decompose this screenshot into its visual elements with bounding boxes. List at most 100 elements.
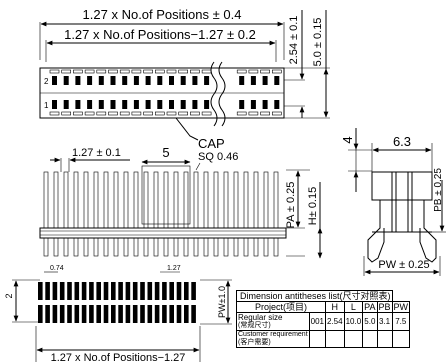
pad-top-row (125, 282, 131, 300)
pin-tail (260, 69, 270, 74)
pad-bottom-row (191, 305, 196, 323)
pad-bottom-row (154, 305, 160, 323)
pin-tail (119, 111, 130, 116)
table-cell (325, 330, 345, 348)
front-view: 1.27 ± 0.1 5 SQ 0.46 PA ± 0.25 H± 0.15 (39, 145, 323, 259)
pad-top-row (118, 282, 123, 300)
pin-tail (123, 237, 129, 257)
pin-bottom-row (250, 100, 256, 109)
pad-top-row (191, 282, 196, 300)
body-width-label: 6.3 (393, 134, 411, 149)
pad-bottom-row (111, 305, 116, 323)
pin-top-row (169, 76, 174, 85)
pad-width-label: 0.74 (50, 265, 64, 272)
cap-width-label: 5 (162, 145, 169, 160)
dimension-table: Dimension antitheses list(尺寸对照表) Project… (236, 290, 411, 348)
overall-length-label: 1.27 x No.of Positions ± 0.4 (83, 7, 242, 22)
row-label: Customer requirement (客户需要) (236, 330, 310, 348)
pin (113, 171, 119, 229)
table-cell (391, 330, 411, 348)
row-label-en: Regular size (238, 313, 283, 322)
pin (173, 171, 179, 229)
pin-bottom-row (75, 100, 81, 109)
inner-length-label: 1.27 x No.of Positions−1.27 ± 0.2 (64, 27, 256, 42)
header-l: L (343, 301, 364, 313)
overall-width-label: 5.0 ± 0.15 (312, 18, 324, 67)
pad-bottom-row (125, 305, 131, 323)
row-label-cn: (常规尺寸) (238, 322, 271, 329)
pad-bottom-row (147, 305, 153, 323)
pin-tail (273, 237, 279, 257)
table-row: Customer requirement (客户需要) (236, 330, 411, 348)
pad-bottom-row (45, 305, 50, 323)
pad-top-row (89, 282, 94, 300)
side-view: 4 6.3 PB ± 0.25 PW ± 0.25 (340, 128, 446, 276)
pad-top-row (81, 282, 87, 300)
table-caption: Dimension antitheses list(尺寸对照表) (236, 290, 393, 302)
header-pw: PW (391, 301, 411, 313)
pad-top-row (154, 282, 160, 300)
h-label: H± 0.15 (307, 187, 319, 225)
pin-tail (248, 111, 259, 116)
pad-array (38, 282, 196, 323)
pin-tail (153, 237, 159, 257)
pin-top-row (145, 76, 151, 85)
pin (143, 171, 149, 229)
table-cell (376, 330, 393, 348)
pin (253, 171, 259, 229)
cap-leader (175, 117, 199, 141)
pad-top-row (52, 282, 58, 300)
pad-layout: 0.74 1.27 2 PW±1.0 1.27 x No.of Position… (4, 265, 232, 363)
pa-label: PA ± 0.25 (285, 182, 297, 229)
pin-bottom-row (63, 100, 69, 109)
pin (103, 171, 109, 229)
pin-tail (108, 69, 118, 74)
break-line (218, 61, 226, 127)
pin-bottom-row (145, 100, 151, 109)
pad-top-row (184, 282, 189, 300)
pin-tail (143, 111, 153, 116)
pin-top-row (87, 76, 93, 85)
table-cell (343, 330, 364, 348)
pin (263, 171, 269, 229)
pad-length-label: 1.27 x No.of Positions−1.27 (51, 352, 186, 363)
pin (163, 171, 169, 229)
pin-tail (61, 111, 72, 116)
pad-bottom-row (169, 305, 174, 323)
pin (203, 171, 209, 229)
pad-bottom-row (118, 305, 123, 323)
pad-top-row (132, 282, 138, 300)
pin-tail (61, 69, 72, 74)
pitch-label: 1.27 ± 0.1 (72, 147, 121, 159)
square-pin-leader (195, 162, 201, 171)
pin-tail (271, 69, 282, 74)
break-line (210, 61, 218, 127)
pad-pw-label: PW±1.0 (217, 286, 227, 318)
pin-tail (73, 237, 79, 257)
pin-tail (173, 237, 179, 257)
pin-bottom-row (169, 100, 174, 109)
pin-tail (49, 111, 60, 116)
pin-tail (73, 111, 83, 116)
table-cell: 2.54 (325, 312, 345, 331)
pad-top-row (38, 282, 43, 300)
table-cell (362, 330, 378, 348)
pin-tail (155, 111, 165, 116)
pin-tail (178, 69, 188, 74)
pin-tail (201, 69, 212, 74)
pin (273, 171, 279, 229)
pad-top-row (147, 282, 153, 300)
pin-tail (143, 69, 153, 74)
pin-top-row (157, 76, 163, 85)
pin-tail (143, 237, 149, 257)
pin (223, 171, 229, 229)
pin-bottom-row (110, 100, 116, 109)
pin-tail (213, 237, 219, 257)
pad-bottom-row (38, 305, 43, 323)
pin-tail (248, 69, 259, 74)
pin-tail (96, 69, 107, 74)
pin-tail (131, 69, 142, 74)
pin-tail (83, 237, 89, 257)
pin-bottom-row (122, 100, 128, 109)
